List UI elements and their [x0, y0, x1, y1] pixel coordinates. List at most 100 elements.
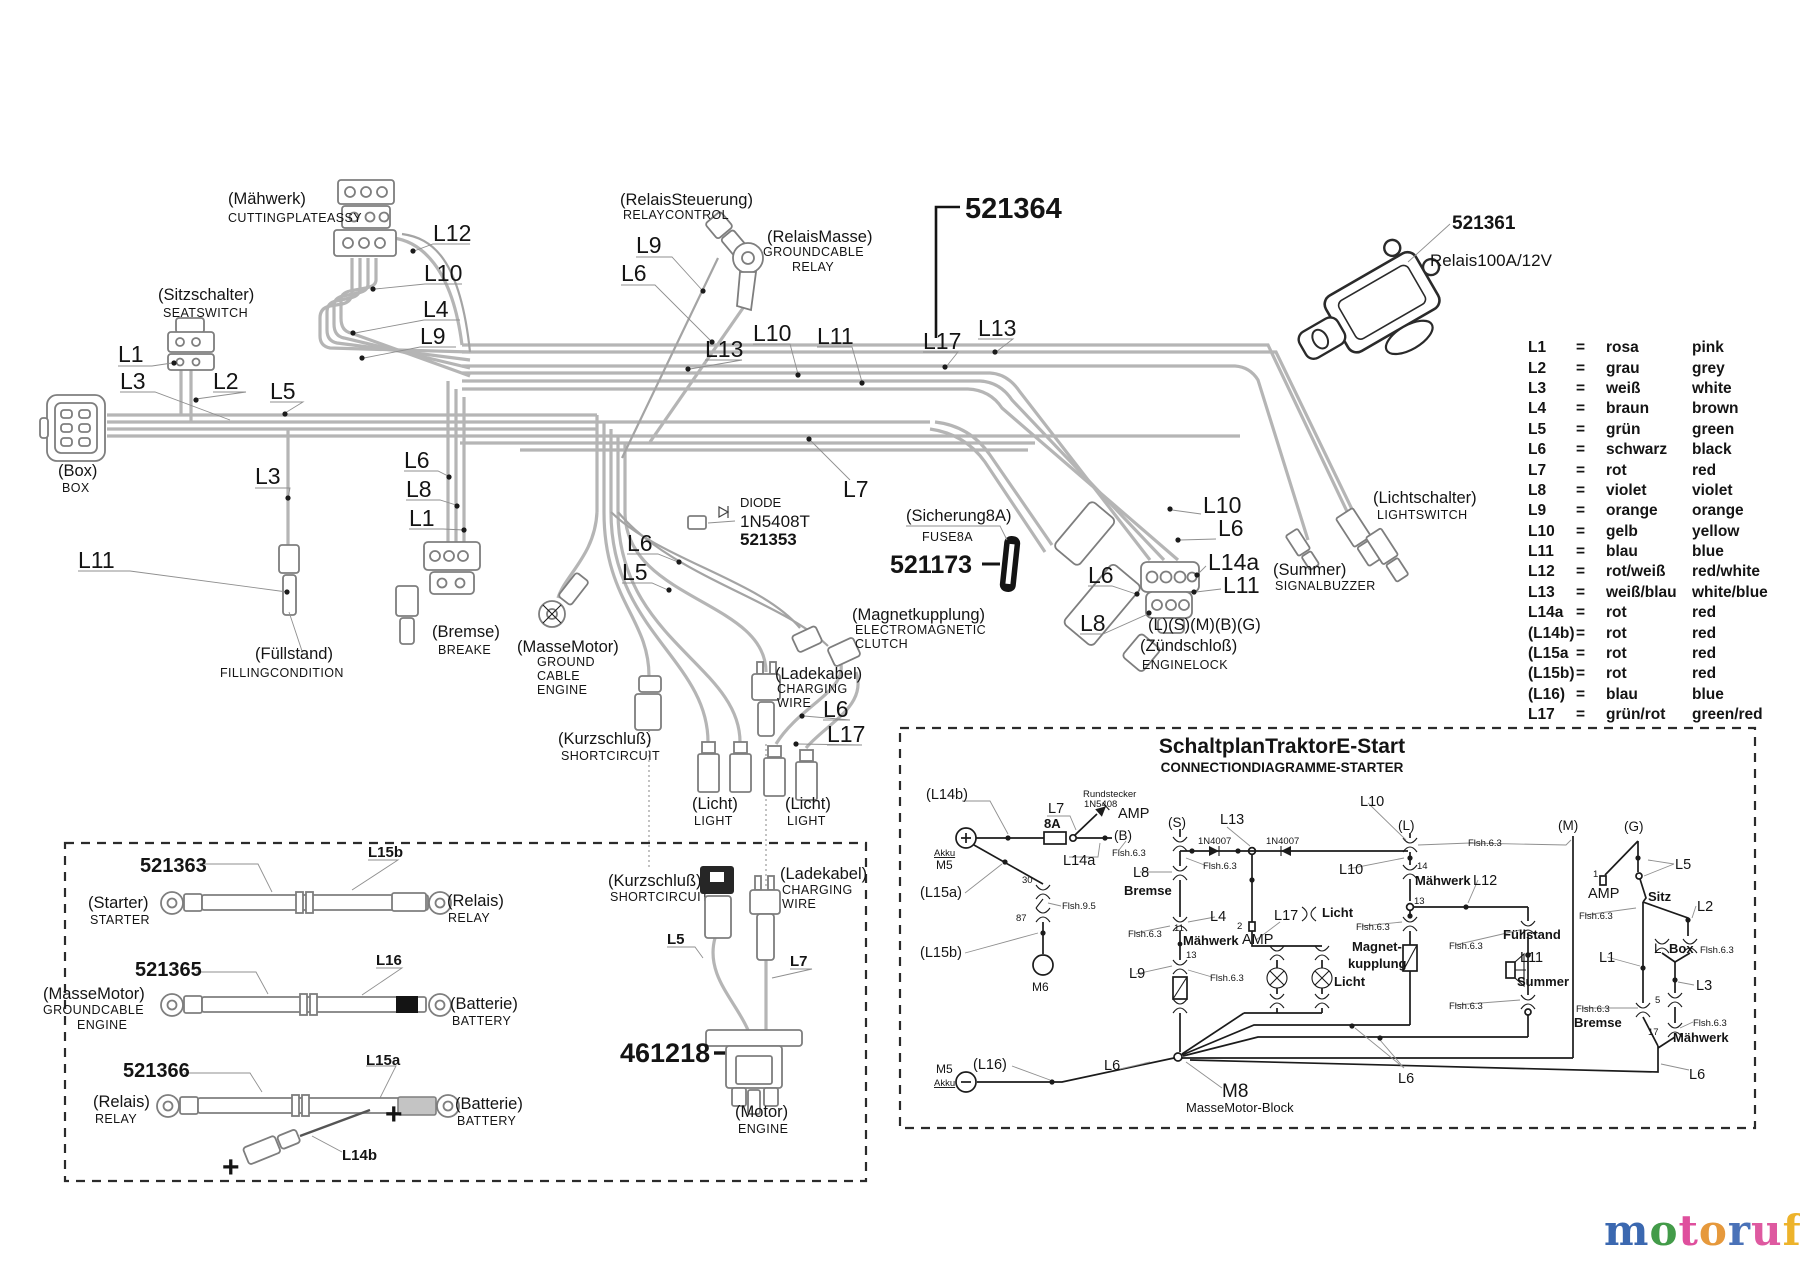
s-label-1n4007a: 1N4007: [1198, 836, 1231, 847]
s-label-8a: 8A: [1044, 816, 1061, 831]
s-pin-13b: 13: [1414, 896, 1425, 907]
s-node-m: (M): [1558, 818, 1578, 833]
label-ladekabel2-de: (Ladekabel): [780, 865, 867, 883]
label-relaycontrol-de: (RelaisSteuerung): [620, 191, 753, 209]
wire-label-l6f: L6: [1088, 562, 1114, 588]
s-node-l: (L): [1398, 818, 1415, 833]
label-relaismasse-en2: RELAY: [792, 260, 834, 274]
legend-equals: =: [1576, 481, 1586, 499]
legend-wire-code: L10: [1528, 522, 1555, 540]
plus-mark-battery: +: [385, 1098, 403, 1131]
label-magnetkupplung-en1: ELECTROMAGNETIC: [855, 623, 986, 637]
legend-row: L8 = violet violet: [1528, 481, 1784, 501]
s-label-l8: L8: [1133, 865, 1149, 881]
label-ladekabel1-en2: WIRE: [777, 696, 811, 710]
s-pin-30: 30: [1022, 875, 1033, 886]
s-label-maehwerk1: Mähwerk: [1183, 933, 1239, 948]
legend-color-en: grey: [1692, 359, 1725, 377]
enginelock-connector: [1140, 561, 1200, 634]
label-lichtschalter-en: LIGHTSWITCH: [1377, 508, 1468, 522]
legend-color-en: red: [1692, 604, 1717, 622]
s-label-l15a: (L15a): [920, 885, 962, 901]
s-label-l6a: L6: [1689, 1067, 1705, 1083]
part-521364-bracket: [934, 205, 960, 338]
label-summer-en: SIGNALBUZZER: [1275, 579, 1376, 593]
legend-wire-code: L12: [1528, 563, 1555, 581]
legend-color-de: grün/rot: [1606, 706, 1666, 724]
s-label-l1: L1: [1599, 950, 1615, 966]
label-ladekabel1-en1: CHARGING: [777, 682, 848, 696]
s-node-s: (S): [1168, 815, 1186, 830]
legend-color-de: gelb: [1606, 522, 1638, 540]
cuttingplate-connector: [333, 179, 397, 257]
s-label-amp1: AMP: [1118, 806, 1149, 822]
legend-wire-code: (L14b): [1528, 624, 1575, 642]
label-maehwerk-en: CUTTINGPLATEASSY: [228, 211, 362, 225]
fuse-holder-connector: [1054, 501, 1161, 672]
fuse-8a: [999, 536, 1021, 592]
s-label-l4: L4: [1210, 909, 1226, 925]
cable-521363: [160, 891, 452, 915]
logo-letter: u: [1751, 1206, 1783, 1255]
wire-label-l10c: L10: [1203, 492, 1241, 518]
s-label-magnet2: kupplung: [1348, 956, 1407, 971]
legend-equals: =: [1576, 461, 1586, 479]
wire-label-l11b: L11: [78, 547, 115, 573]
s-label-flsh95: Flsh.9.5: [1062, 901, 1096, 912]
legend-equals: =: [1576, 563, 1586, 581]
legend-wire-code: L7: [1528, 461, 1547, 479]
label-kurzschluss1-de: (Kurzschluß): [558, 730, 652, 748]
legend-color-de: rot: [1606, 624, 1627, 642]
box-connector: [39, 394, 106, 462]
label-relaismasse-de: (RelaisMasse): [767, 228, 872, 246]
label-relaismasse-en1: GROUNDCABLE: [763, 245, 864, 259]
legend-color-en: red: [1692, 461, 1717, 479]
label-starter-en: STARTER: [90, 913, 150, 927]
wire-label-l15b: L15b: [368, 844, 403, 861]
engine-labels: 461218 (Motor) ENGINE: [620, 1038, 788, 1136]
logo-letter: o: [1649, 1206, 1679, 1255]
legend-equals: =: [1576, 379, 1586, 397]
label-massemotor-de: (MasseMotor): [517, 638, 619, 656]
s-label-magnet1: Magnet-: [1352, 939, 1402, 954]
legend-row: L13 = weiß/blau white/blue: [1528, 583, 1784, 603]
label-sicherung-de: (Sicherung8A): [906, 507, 1011, 525]
label-enginelock-pins: (L)(S)(M)(B)(G): [1148, 616, 1261, 634]
wire-label-l7: L7: [843, 476, 869, 502]
s-label-l17: L17: [1274, 908, 1298, 924]
wire-label-l16: L16: [376, 952, 402, 969]
legend-row: L4 = braun brown: [1528, 399, 1784, 419]
legend-color-en: pink: [1692, 339, 1724, 357]
legend-color-de: rot: [1606, 645, 1627, 663]
part-number-521364: 521364: [965, 193, 1062, 225]
legend-color-de: braun: [1606, 400, 1650, 418]
chargingwire-plug-upper: [751, 661, 781, 737]
s-label-summer: Summer: [1517, 974, 1569, 989]
wire-label-l14b: L14b: [342, 1147, 377, 1164]
legend-row: L2 = grau grey: [1528, 358, 1784, 378]
wire-label-l9: L9: [420, 323, 446, 349]
wire-label-l9b: L9: [636, 232, 662, 258]
s-label-l5: L5: [1675, 857, 1691, 873]
s-label-l6b: L6: [1398, 1071, 1414, 1087]
motoruf-logo[interactable]: motoruf.de: [1604, 1206, 1800, 1255]
wire-label-l6d: L6: [627, 530, 653, 556]
legend-wire-code: L9: [1528, 502, 1547, 520]
s-label-bremse2: Bremse: [1574, 1015, 1622, 1030]
s-label-m8: M8: [1222, 1081, 1248, 1102]
legend-color-de: rot: [1606, 461, 1627, 479]
s-label-rundstecker: Rundstecker: [1083, 789, 1136, 800]
label-relay-desc: Relais100A/12V: [1430, 251, 1553, 270]
legend-equals: =: [1576, 441, 1586, 459]
legend-color-de: blau: [1606, 543, 1638, 561]
s-label-m5a: M5: [936, 858, 953, 872]
cables-box-border: [63, 841, 868, 1183]
wire-label-l11c: L11: [1223, 572, 1260, 598]
label-ladekabel1-de: (Ladekabel): [775, 665, 862, 683]
s-label-1n5408: 1N5408: [1084, 799, 1117, 810]
legend-equals: =: [1576, 645, 1586, 663]
s-label-l15b: (L15b): [920, 945, 962, 961]
label-box-en: BOX: [62, 481, 90, 495]
label-magnetkupplung-en2: CLUTCH: [855, 637, 908, 651]
